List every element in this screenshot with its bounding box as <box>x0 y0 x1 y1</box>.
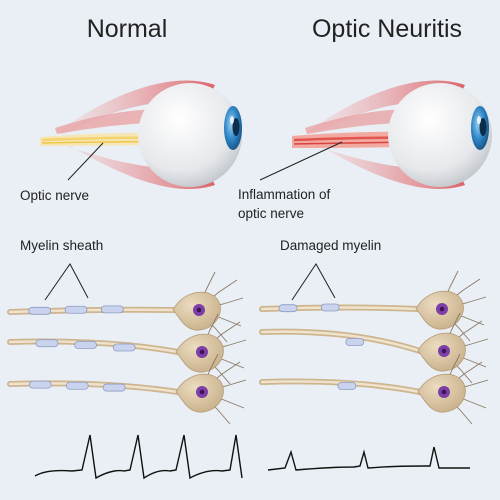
neuron <box>7 271 244 343</box>
damaged-neurons <box>259 270 489 425</box>
myelin-segment <box>337 382 357 390</box>
pupil <box>479 118 487 136</box>
myelin-segment <box>65 381 89 390</box>
inflammation-label-line1: Inflammation of <box>238 187 331 202</box>
neuron <box>259 312 489 384</box>
myelin-segment <box>74 341 97 349</box>
myelin-segment <box>35 339 59 348</box>
normal-title: Normal <box>87 15 168 43</box>
neuritis-eye-illustration: Optic Neuritis Inflammation of optic ner… <box>238 15 492 221</box>
neuron <box>7 353 247 425</box>
damaged-signal-trace <box>267 446 470 471</box>
damaged-myelin-pointer <box>291 263 336 301</box>
eyeball <box>138 83 242 187</box>
normal-eye-illustration: Normal Optic nerve <box>20 15 242 203</box>
pupil <box>232 118 240 136</box>
normal-signal-trace <box>34 434 243 480</box>
myelin-segment <box>28 380 52 389</box>
normal-neurons <box>7 271 247 425</box>
myelin-segment <box>112 343 136 352</box>
myelin-segment <box>102 383 126 392</box>
inflammation-label-line2: optic nerve <box>238 206 304 221</box>
myelin-segment <box>278 304 298 313</box>
eyeball <box>388 83 492 187</box>
myelin-sheath-pointer <box>44 263 89 301</box>
myelin-segment <box>100 305 124 314</box>
neuritis-title: Optic Neuritis <box>312 15 462 43</box>
damaged-myelin-label: Damaged myelin <box>280 238 381 253</box>
myelin-segment <box>345 338 365 346</box>
optic-nerve-label: Optic nerve <box>20 188 89 203</box>
optic-nerve-pointer <box>67 142 104 181</box>
myelin-segment <box>64 305 88 314</box>
inflammation-pointer <box>259 141 343 181</box>
neuron <box>7 313 247 385</box>
myelin-segment <box>28 306 52 315</box>
myelin-segment <box>320 303 340 312</box>
neuron <box>259 353 489 425</box>
neuron <box>259 270 487 342</box>
myelin-sheath-label: Myelin sheath <box>20 238 103 253</box>
